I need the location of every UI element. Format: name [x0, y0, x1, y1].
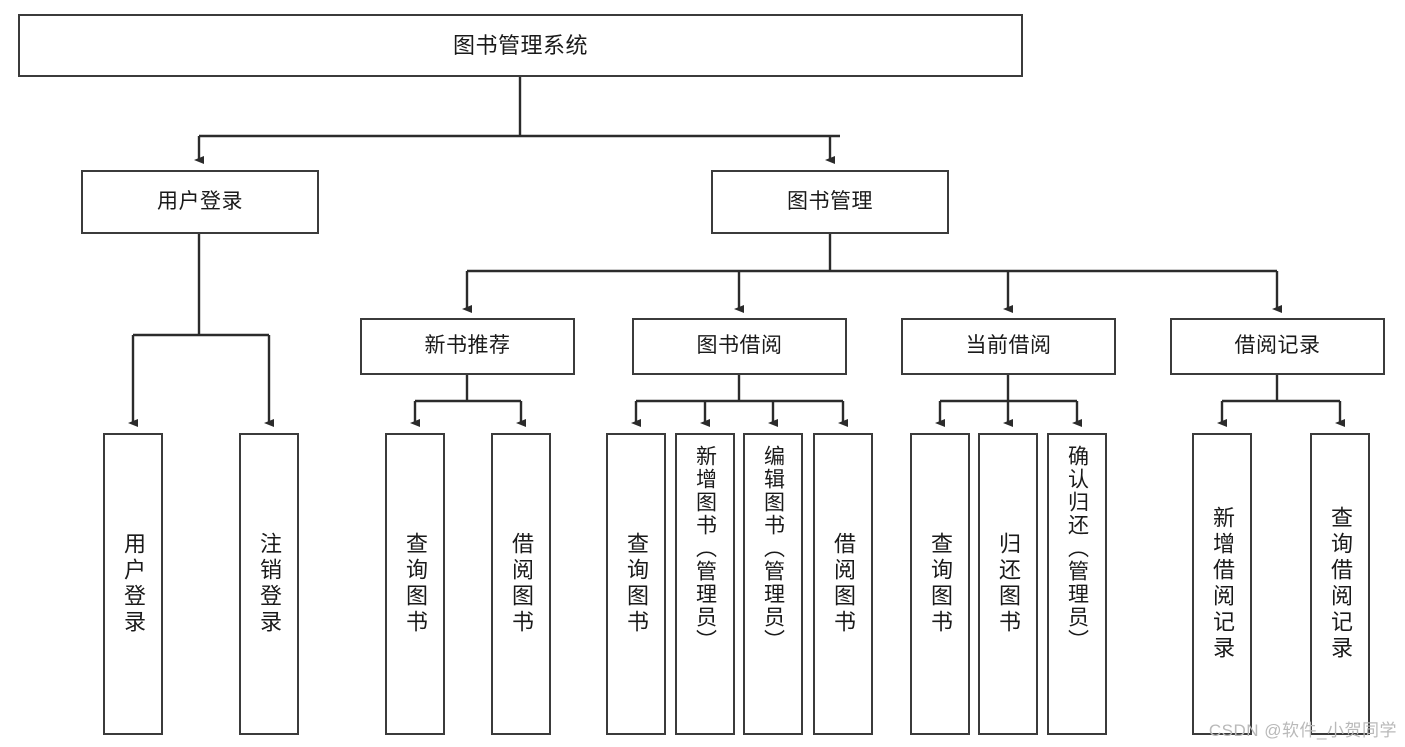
leaf-add-borrow-record[interactable]: 新增借阅记录: [1192, 433, 1252, 735]
node-new-book-recommend[interactable]: 新书推荐: [360, 318, 575, 375]
node-label: 用户登录: [157, 189, 243, 213]
node-book-borrow[interactable]: 图书借阅: [632, 318, 847, 375]
leaf-query-book-current[interactable]: 查询图书: [910, 433, 970, 735]
csdn-watermark: CSDN @软件_小贺同学: [1208, 721, 1397, 740]
node-label: 确认归还（管理员）: [1065, 445, 1089, 652]
node-label: 用户登录: [121, 532, 146, 636]
node-user-login[interactable]: 用户登录: [81, 170, 319, 234]
node-label: 新书推荐: [424, 334, 511, 358]
leaf-borrow-book-borrow[interactable]: 借阅图书: [813, 433, 873, 735]
leaf-query-book-recommend[interactable]: 查询图书: [385, 433, 445, 735]
node-label: 新增图书（管理员）: [693, 445, 717, 652]
leaf-query-borrow-record[interactable]: 查询借阅记录: [1310, 433, 1370, 735]
node-label: 查询借阅记录: [1328, 506, 1353, 662]
node-label: 归还图书: [996, 532, 1021, 636]
leaf-add-book-admin[interactable]: 新增图书（管理员）: [675, 433, 735, 735]
leaf-logout-login[interactable]: 注销登录: [239, 433, 299, 735]
node-label: 当前借阅: [965, 334, 1052, 358]
node-label: 查询图书: [403, 532, 428, 636]
leaf-user-login[interactable]: 用户登录: [103, 433, 163, 735]
node-label: 注销登录: [257, 532, 282, 636]
node-current-borrow[interactable]: 当前借阅: [901, 318, 1116, 375]
node-label: 图书借阅: [696, 334, 783, 358]
node-label: 借阅记录: [1234, 334, 1321, 358]
node-label: 图书管理系统: [452, 32, 588, 58]
leaf-borrow-book-recommend[interactable]: 借阅图书: [491, 433, 551, 735]
node-root-book-management-system[interactable]: 图书管理系统: [18, 14, 1023, 77]
node-label: 新增借阅记录: [1210, 506, 1235, 662]
node-book-management[interactable]: 图书管理: [711, 170, 949, 234]
node-label: 查询图书: [928, 532, 953, 636]
node-label: 借阅图书: [509, 532, 534, 636]
leaf-query-book-borrow[interactable]: 查询图书: [606, 433, 666, 735]
node-label: 查询图书: [624, 532, 649, 636]
node-label: 借阅图书: [831, 532, 856, 636]
leaf-edit-book-admin[interactable]: 编辑图书（管理员）: [743, 433, 803, 735]
leaf-confirm-return-admin[interactable]: 确认归还（管理员）: [1047, 433, 1107, 735]
leaf-return-book[interactable]: 归还图书: [978, 433, 1038, 735]
node-label: 图书管理: [787, 189, 873, 213]
node-label: 编辑图书（管理员）: [761, 445, 785, 652]
node-borrow-record[interactable]: 借阅记录: [1170, 318, 1385, 375]
